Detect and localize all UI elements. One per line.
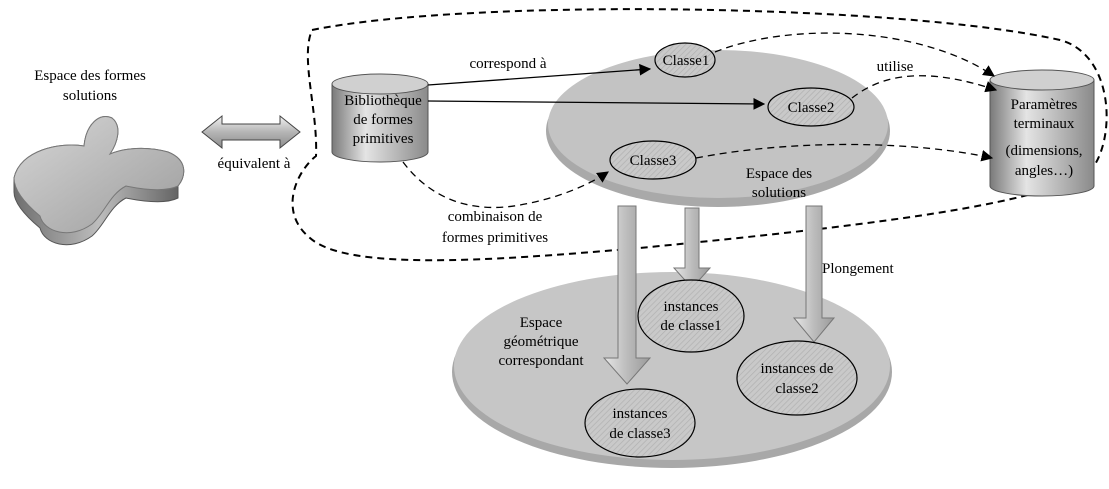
library-line3: primitives xyxy=(353,131,414,147)
classe1-label: Classe1 xyxy=(663,53,710,69)
instances-classe3-line1: instances xyxy=(613,406,668,422)
parameters-cylinder-body xyxy=(989,79,1095,197)
equivalence-arrow: équivalent à xyxy=(201,114,301,172)
solution-space-disc: Espace des solutions xyxy=(546,50,890,207)
geometric-space-line1: Espace xyxy=(520,315,563,331)
combination-label-line1: combinaison de xyxy=(448,209,543,225)
solution-space-line2: solutions xyxy=(752,185,806,201)
solution-shapes-label-line2: solutions xyxy=(63,88,117,104)
down-arrow-classe2 xyxy=(792,205,836,343)
arrow-classe2-to-parameters xyxy=(851,75,998,99)
parameters-cylinder-top xyxy=(989,69,1095,91)
shape-top xyxy=(13,116,185,234)
parameters-line4: angles…) xyxy=(1015,163,1073,179)
instances-classe2-ellipse xyxy=(736,340,858,416)
library-cylinder-body xyxy=(331,83,429,163)
parameters-line1: Paramètres xyxy=(1011,97,1078,113)
solution-shapes-figure: Espace des formes solutions xyxy=(13,68,185,246)
parameters-line3: (dimensions, xyxy=(1005,143,1082,159)
arrow-classe1-to-parameters xyxy=(714,32,995,77)
down-arrow-classe1 xyxy=(672,207,712,289)
corresponds-label: correspond à xyxy=(469,56,546,72)
library-cylinder-top xyxy=(331,73,429,95)
double-arrow-icon xyxy=(201,114,301,150)
classe1-ellipse xyxy=(654,42,716,78)
embedding-label: Plongement xyxy=(822,261,894,277)
instances-classe2-line2: classe2 xyxy=(775,381,818,397)
arrow-classe3-to-parameters xyxy=(695,143,994,162)
solution-space-line1: Espace des xyxy=(746,166,812,182)
terminal-parameters-cylinder: Paramètres terminaux (dimensions, angles… xyxy=(989,69,1095,197)
instances-classe1-line2: de classe1 xyxy=(660,318,721,334)
instance-ellipses: instances de classe1 instances de classe… xyxy=(584,279,858,458)
arrow-library-to-classe1 xyxy=(427,63,652,86)
equivalence-label: équivalent à xyxy=(218,156,291,172)
instances-classe2-line1: instances de xyxy=(761,361,834,377)
uses-label: utilise xyxy=(877,59,914,75)
primitive-library-cylinder: Bibliothèque de formes primitives xyxy=(331,73,429,163)
solution-space-boundary xyxy=(291,8,1108,262)
geometric-space-line3: correspondant xyxy=(499,353,585,369)
down-arrow-classe3 xyxy=(602,205,652,385)
combination-label-line2: formes primitives xyxy=(442,230,548,246)
embedding-arrows: Plongement xyxy=(602,205,894,385)
instances-classe1-ellipse xyxy=(637,279,745,353)
geometric-space-line2: géométrique xyxy=(504,334,579,350)
solution-shapes-label-line1: Espace des formes xyxy=(34,68,146,84)
arrow-library-to-classe2 xyxy=(427,98,766,110)
parameters-line2: terminaux xyxy=(1014,116,1075,132)
instances-classe1-line1: instances xyxy=(664,299,719,315)
library-line2: de formes xyxy=(353,112,413,128)
library-line1: Bibliothèque xyxy=(344,93,422,109)
classe2-ellipse xyxy=(767,87,855,127)
instances-classe3-line2: de classe3 xyxy=(609,426,670,442)
classe3-label: Classe3 xyxy=(630,153,677,169)
classe2-label: Classe2 xyxy=(788,100,835,116)
relation-arrows: correspond à combinaison de formes primi… xyxy=(402,32,998,246)
class-ellipses: Classe1 Classe2 Classe3 xyxy=(609,42,855,180)
classe3-ellipse xyxy=(609,140,697,180)
instances-classe3-ellipse xyxy=(584,388,696,458)
